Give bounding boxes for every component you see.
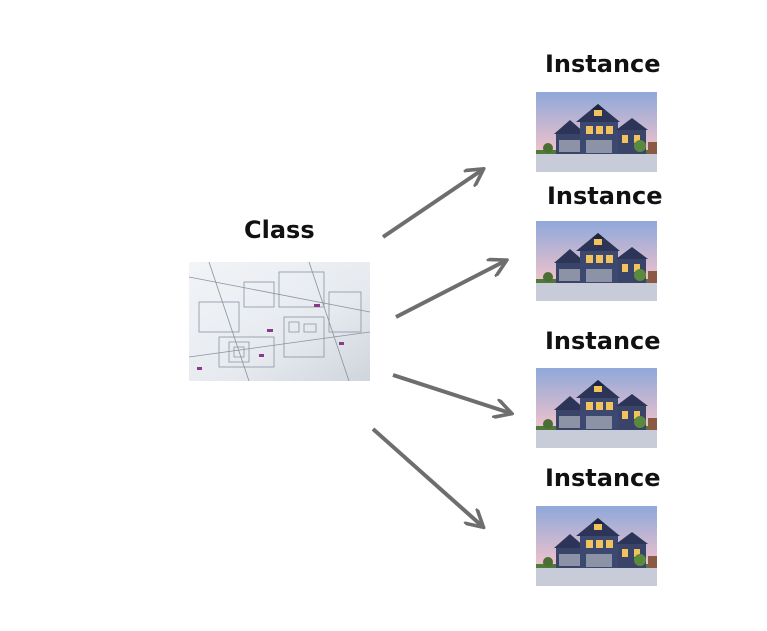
arrow-4 bbox=[373, 429, 482, 526]
house-image-1 bbox=[536, 92, 657, 172]
arrow-1 bbox=[383, 170, 482, 237]
instance-label-4: Instance bbox=[545, 464, 661, 492]
instance-label-2: Instance bbox=[547, 182, 663, 210]
instance-label-3: Instance bbox=[545, 327, 661, 355]
house-image-2 bbox=[536, 221, 657, 301]
house-image-4 bbox=[536, 506, 657, 586]
instance-label-1: Instance bbox=[545, 50, 661, 78]
arrow-2 bbox=[396, 261, 505, 317]
arrow-3 bbox=[393, 375, 510, 413]
house-image-3 bbox=[536, 368, 657, 448]
